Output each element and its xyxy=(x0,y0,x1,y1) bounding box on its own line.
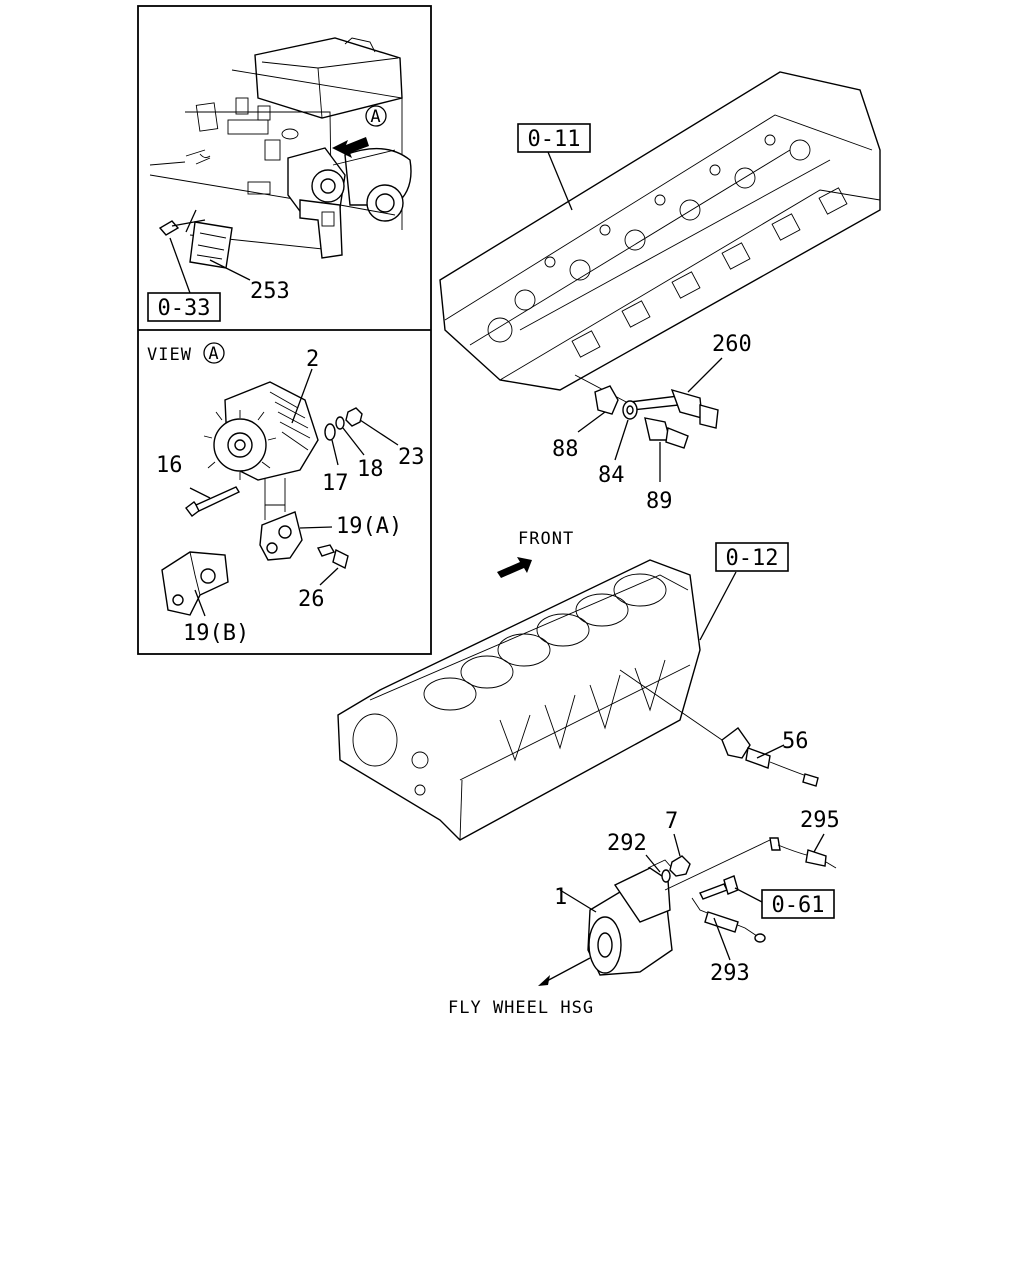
bracket-19b xyxy=(161,551,229,616)
callout-17: 17 xyxy=(322,471,349,496)
callout-89: 89 xyxy=(646,489,673,514)
callout-84: 84 xyxy=(598,463,625,488)
callout-2: 2 xyxy=(306,347,319,372)
sensor-295 xyxy=(769,837,837,869)
ref-box-0-33: 0-33 xyxy=(147,292,221,322)
sensor-260 xyxy=(629,388,719,429)
bolt-starter xyxy=(699,875,739,900)
callout-253: 253 xyxy=(250,279,290,304)
callout-260: 260 xyxy=(712,332,752,357)
ref-box-0-11: 0-11 xyxy=(517,123,591,153)
alternator-drawing xyxy=(203,381,319,506)
callout-293: 293 xyxy=(710,961,750,986)
callout-295: 295 xyxy=(800,808,840,833)
view-a-marker: A xyxy=(365,105,387,127)
view-title-marker: A xyxy=(208,344,219,364)
front-label: FRONT xyxy=(518,529,574,549)
callout-56: 56 xyxy=(782,729,809,754)
view-marker-letter: A xyxy=(370,107,381,127)
callout-7: 7 xyxy=(665,809,678,834)
washer-292 xyxy=(661,869,671,883)
view-a-title: VIEW A xyxy=(147,342,225,365)
flywheel-arrow xyxy=(538,975,550,986)
view-title-text: VIEW xyxy=(147,345,192,365)
callout-1: 1 xyxy=(554,885,567,910)
ref-box-0-61: 0-61 xyxy=(761,889,835,919)
nut-7 xyxy=(669,855,691,877)
bracket-19a xyxy=(259,495,303,561)
cylinder-head-drawing xyxy=(439,71,881,391)
plug-88 xyxy=(594,385,619,415)
cylinder-block-drawing xyxy=(337,559,701,841)
callout-19b: 19(B) xyxy=(183,621,249,646)
engine-front-view-drawing xyxy=(149,37,412,269)
front-arrow xyxy=(497,557,532,578)
ref-box-0-12: 0-12 xyxy=(715,542,789,572)
callout-88: 88 xyxy=(552,437,579,462)
ref-0-11-text: 0-11 xyxy=(528,127,581,152)
callout-26: 26 xyxy=(298,587,325,612)
ref-0-33-text: 0-33 xyxy=(158,296,211,321)
nut-washer-set xyxy=(324,407,363,441)
inset-frame xyxy=(137,5,432,655)
callout-23: 23 xyxy=(398,445,425,470)
ref-0-12-text: 0-12 xyxy=(726,546,779,571)
cable-293 xyxy=(691,897,766,943)
starter-motor-drawing xyxy=(587,859,673,976)
washer-84 xyxy=(622,400,638,420)
callout-16: 16 xyxy=(156,453,183,478)
bolt-26 xyxy=(316,544,349,570)
bolt-16 xyxy=(185,486,240,517)
callout-18: 18 xyxy=(357,457,384,482)
sensor-89 xyxy=(644,417,689,449)
flywheel-label: FLY WHEEL HSG xyxy=(448,998,594,1018)
callout-292: 292 xyxy=(607,831,647,856)
callout-19a: 19(A) xyxy=(336,514,402,539)
ref-0-61-text: 0-61 xyxy=(772,893,825,918)
